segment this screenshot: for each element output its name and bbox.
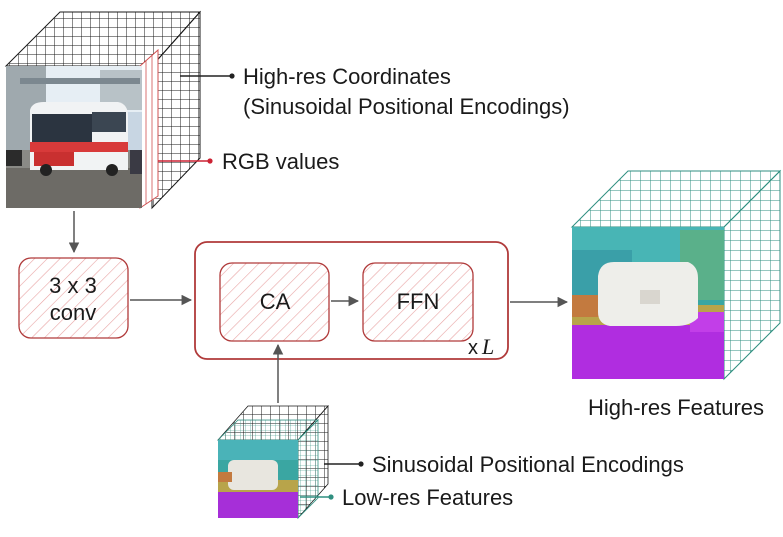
lowres-feature-stack <box>217 404 329 520</box>
input-cube <box>4 10 202 210</box>
conv-label-line1: 3 x 3 <box>49 273 97 298</box>
lowres-pe-label-group: Sinusoidal Positional Encodings <box>324 452 684 477</box>
conv-label-line2: conv <box>50 300 96 325</box>
lowres-features-label-group: Low-res Features <box>300 485 513 510</box>
pe-marker-dot <box>229 73 235 79</box>
conv-block: 3 x 3 conv <box>18 257 129 339</box>
lowres-feature-map <box>218 440 298 518</box>
rgb-values-label: RGB values <box>222 149 339 174</box>
highres-feature-map <box>572 227 724 379</box>
lowres-pe-marker-dot <box>358 461 364 467</box>
lowres-features-label: Low-res Features <box>342 485 513 510</box>
highres-feature-cube <box>570 169 782 381</box>
repeat-prefix: x <box>468 337 478 359</box>
highres-coords-sublabel: (Sinusoidal Positional Encodings) <box>243 94 570 119</box>
input-image <box>6 66 142 208</box>
highres-features-label: High-res Features <box>588 395 764 420</box>
lowres-marker-dot <box>328 494 334 500</box>
transformer-block: CA FFN x L <box>194 241 509 360</box>
repeat-count-symbol: L <box>481 334 494 359</box>
ca-block <box>219 262 330 342</box>
ca-label: CA <box>260 289 291 314</box>
rgb-marker-dot <box>207 158 213 164</box>
ffn-label: FFN <box>397 289 440 314</box>
pe-label-group: High-res Coordinates (Sinusoidal Positio… <box>180 64 570 119</box>
highres-coords-label: High-res Coordinates <box>243 64 451 89</box>
sinusoidal-pe-label: Sinusoidal Positional Encodings <box>372 452 684 477</box>
ffn-block <box>362 262 474 342</box>
rgb-label-group: RGB values <box>158 149 339 174</box>
rgb-grid-face <box>139 48 159 209</box>
